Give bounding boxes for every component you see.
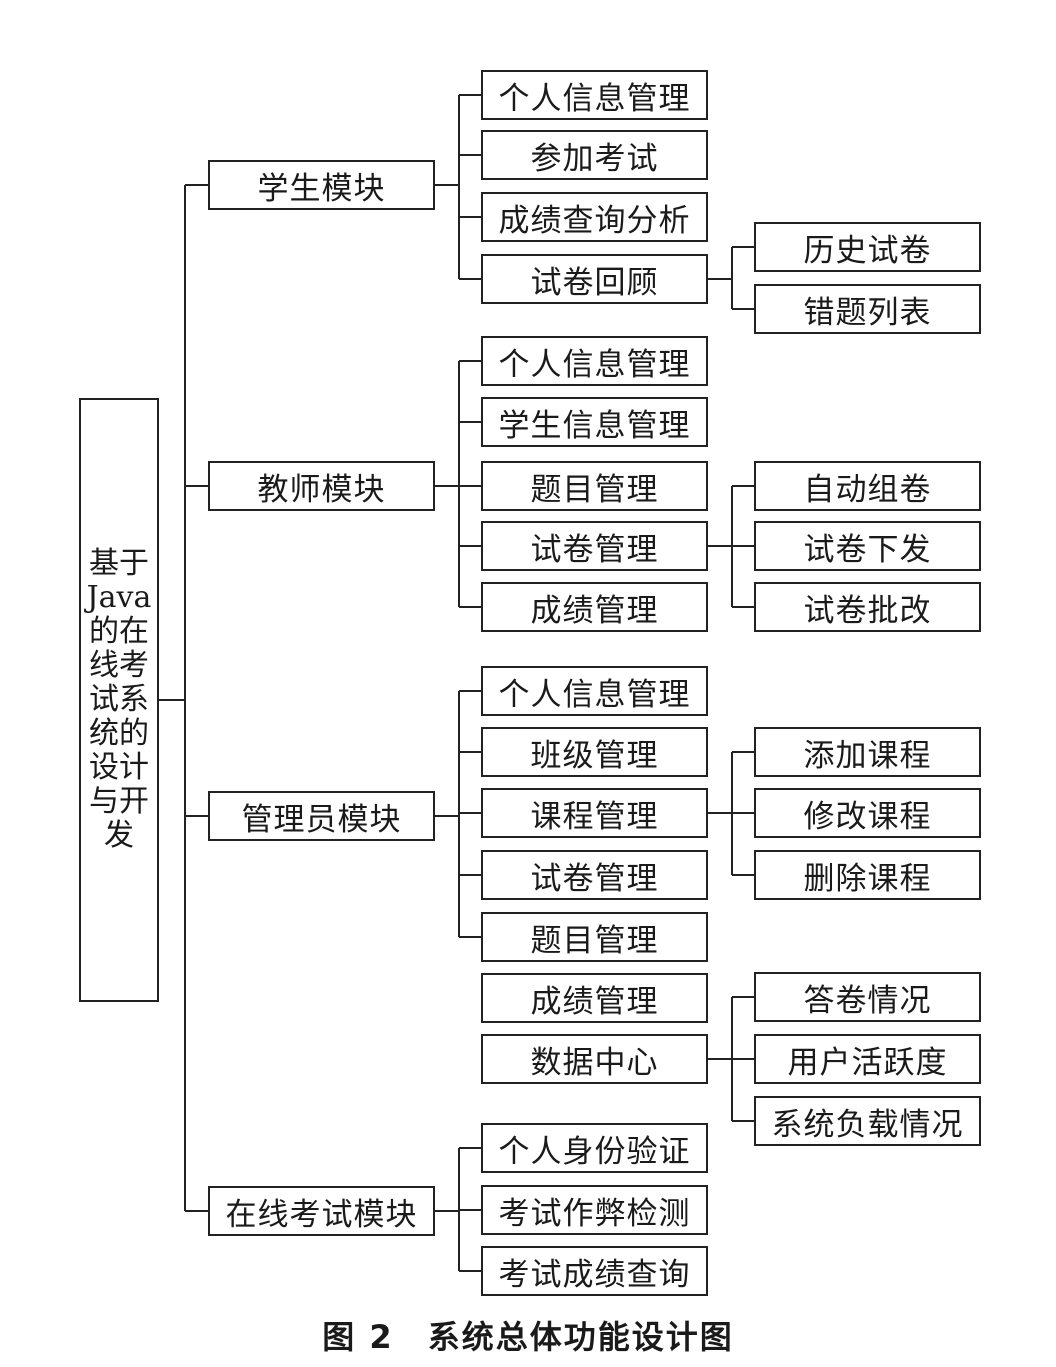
teacher-function-node: 成绩管理 (481, 582, 708, 632)
admin-function-node: 课程管理 (481, 788, 708, 838)
admin-function-node: 成绩管理 (481, 973, 708, 1023)
sub-function-node: 试卷批改 (754, 582, 981, 632)
sub-function-node: 添加课程 (754, 727, 981, 777)
admin-function-node: 题目管理 (481, 912, 708, 962)
sub-function-node: 试卷下发 (754, 521, 981, 571)
student-function-node: 试卷回顾 (481, 254, 708, 304)
online-exam-function-node: 考试作弊检测 (481, 1185, 708, 1235)
sub-function-node: 用户活跃度 (754, 1034, 981, 1084)
root-node: 基于Java的在线考试系统的设计与开发 (79, 398, 159, 1002)
sub-function-node: 答卷情况 (754, 972, 981, 1022)
module-admin: 管理员模块 (208, 791, 435, 841)
student-function-node: 成绩查询分析 (481, 192, 708, 242)
online-exam-function-node: 考试成绩查询 (481, 1246, 708, 1296)
student-function-node: 参加考试 (481, 130, 708, 180)
module-online-exam: 在线考试模块 (208, 1186, 435, 1236)
admin-function-node: 个人信息管理 (481, 666, 708, 716)
teacher-function-node: 学生信息管理 (481, 397, 708, 447)
student-function-node: 个人信息管理 (481, 70, 708, 120)
admin-function-node: 数据中心 (481, 1034, 708, 1084)
sub-function-node: 修改课程 (754, 788, 981, 838)
teacher-function-node: 试卷管理 (481, 521, 708, 571)
sub-function-node: 自动组卷 (754, 461, 981, 511)
root-label: 基于Java的在线考试系统的设计与开发 (86, 546, 152, 853)
module-teacher: 教师模块 (208, 461, 435, 511)
teacher-function-node: 题目管理 (481, 461, 708, 511)
sub-function-node: 系统负载情况 (754, 1096, 981, 1146)
module-student: 学生模块 (208, 160, 435, 210)
teacher-function-node: 个人信息管理 (481, 336, 708, 386)
figure-caption: 图 2 系统总体功能设计图 (322, 1318, 734, 1356)
online-exam-function-node: 个人身份验证 (481, 1123, 708, 1173)
admin-function-node: 班级管理 (481, 727, 708, 777)
sub-function-node: 删除课程 (754, 850, 981, 900)
admin-function-node: 试卷管理 (481, 850, 708, 900)
sub-function-node: 错题列表 (754, 284, 981, 334)
sub-function-node: 历史试卷 (754, 222, 981, 272)
